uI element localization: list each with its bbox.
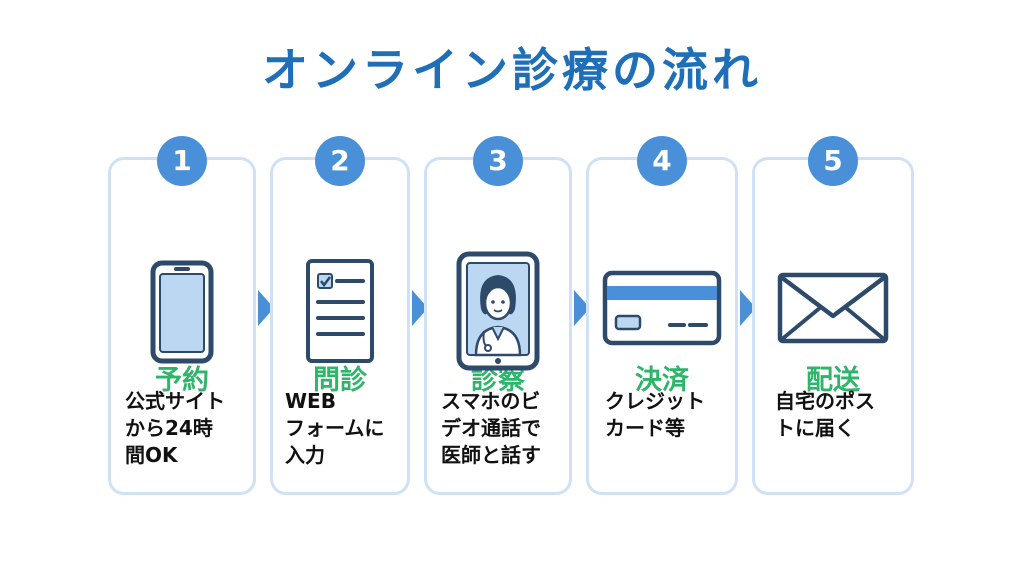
step-card-consultation: 診察 スマホのビ デオ通話で 医師と話す bbox=[424, 157, 572, 495]
smartphone-icon bbox=[150, 260, 214, 368]
step-number-badge: 3 bbox=[473, 136, 523, 186]
step-card-delivery: 配送 自宅のポス トに届く bbox=[752, 157, 914, 495]
step-label: 問診 bbox=[313, 365, 367, 396]
step-label: 決済 bbox=[635, 365, 689, 396]
page-title: オンライン診療の流れ bbox=[262, 43, 762, 97]
step-description: 自宅のポス トに届く bbox=[775, 389, 875, 440]
step-label: 配送 bbox=[806, 365, 860, 396]
step-card-reservation: 予約 公式サイト から24時 間OK bbox=[108, 157, 256, 495]
step-description: 公式サイト から24時 間OK bbox=[125, 389, 225, 467]
step-number-badge: 2 bbox=[315, 136, 365, 186]
step-number-badge: 5 bbox=[808, 136, 858, 186]
step-description: クレジット カード等 bbox=[605, 389, 705, 440]
questionnaire-form-icon bbox=[305, 258, 375, 368]
step-number-badge: 1 bbox=[157, 136, 207, 186]
doctor-video-call-icon bbox=[456, 251, 540, 375]
step-description: スマホのビ デオ通話で 医師と話す bbox=[441, 389, 541, 467]
step-label: 予約 bbox=[155, 365, 209, 396]
credit-card-icon bbox=[602, 270, 722, 350]
step-card-questionnaire: 問診 WEB フォームに 入力 bbox=[270, 157, 410, 495]
step-card-payment: 決済 クレジット カード等 bbox=[586, 157, 738, 495]
step-description: WEB フォームに 入力 bbox=[285, 389, 385, 467]
envelope-icon bbox=[777, 272, 889, 348]
step-number-badge: 4 bbox=[637, 136, 687, 186]
